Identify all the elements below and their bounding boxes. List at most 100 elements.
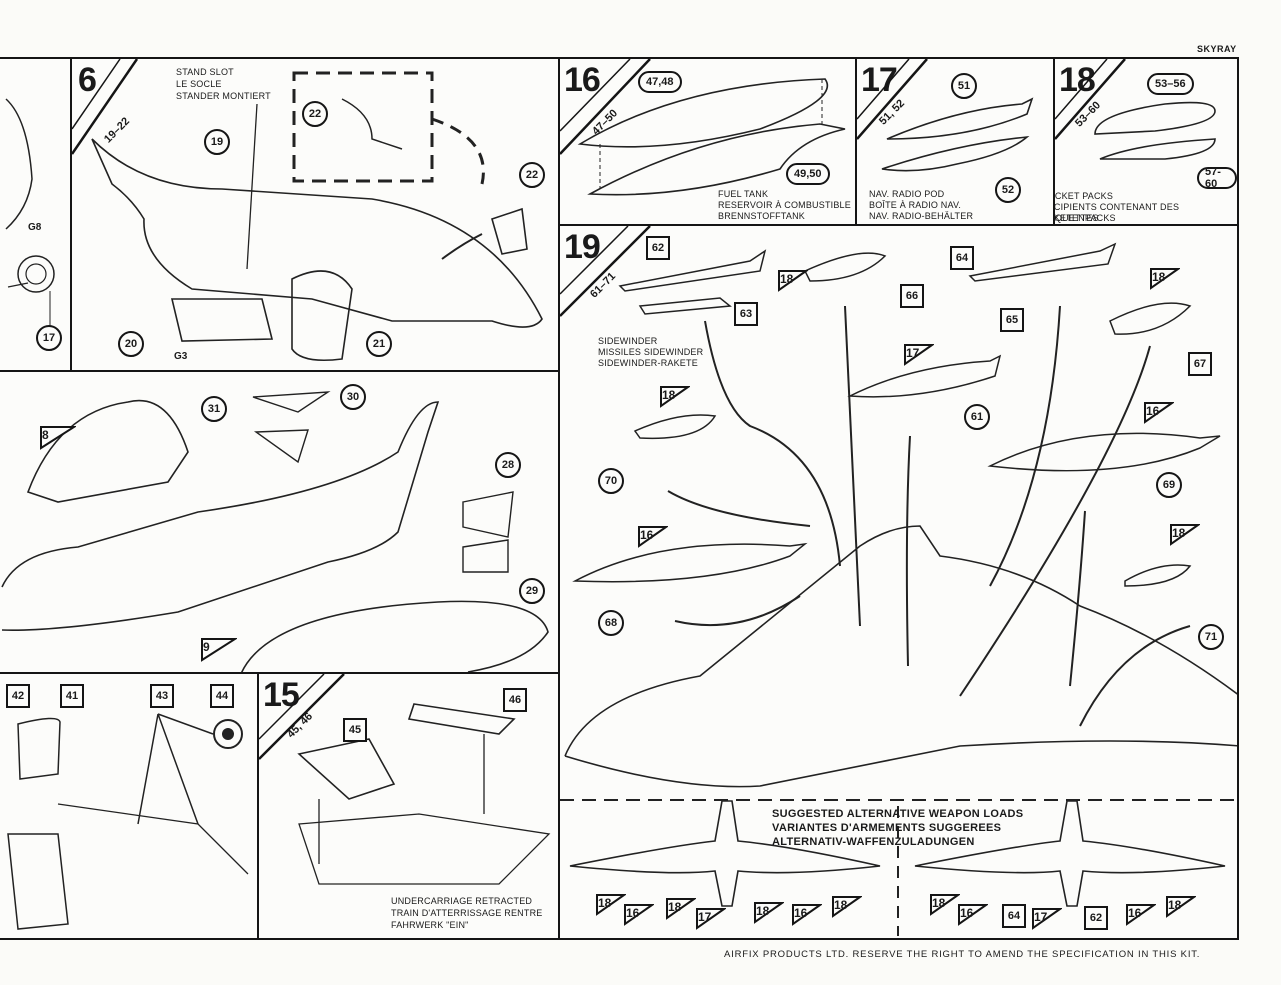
load-a-marker: 18 [666, 898, 696, 920]
load-a-marker: 18 [596, 894, 626, 916]
step-18-panel: 18 53–60 53–56 57-60 ROCKET PACKS RECIPI… [1053, 57, 1239, 227]
undercarriage-caption-1: UNDERCARRIAGE RETRACTED [391, 896, 533, 906]
part-44-marker: 44 [210, 684, 234, 708]
part-62-marker: 62 [646, 236, 670, 260]
part-66-marker: 66 [900, 284, 924, 308]
load-b-missile-marker: 62 [1084, 906, 1108, 930]
panel-left-bottom: 42 41 43 44 [0, 672, 260, 940]
part-29-callout: 29 [519, 578, 545, 604]
part-71-callout: 71 [1198, 624, 1224, 650]
part-47-48-callout: 47,48 [638, 71, 682, 93]
weapon-loads-title-1: SUGGESTED ALTERNATIVE WEAPON LOADS [772, 808, 1024, 820]
radio-pod-caption-3: NAV. RADIO-BEHÄLTER [869, 211, 974, 221]
part-21-callout: 21 [366, 331, 392, 357]
part-41-marker: 41 [60, 684, 84, 708]
rocket-packs-caption-1: ROCKET PACKS [1054, 191, 1114, 201]
fuel-tank-marker: 16 [1144, 402, 1174, 424]
rocket-pack-marker: 18 [778, 270, 808, 292]
step-19-illustration [560, 226, 1237, 936]
step-number: 15 [263, 676, 300, 714]
part-46-marker: 46 [503, 688, 527, 712]
stand-caption-3: STANDER MONTIERT [176, 91, 271, 101]
step-6-panel: 6 19–22 STAND SLOT LE SOCLE STANDER MONT… [70, 57, 561, 373]
label-g8: G8 [28, 222, 42, 233]
part-53-56-callout: 53–56 [1147, 73, 1194, 95]
step-18-illustration [1055, 59, 1216, 160]
rocket-packs-caption-3: RAKETENPACKS [1053, 213, 1116, 223]
sidewinder-caption-3: SIDEWINDER-RAKETE [598, 358, 698, 368]
part-64-marker: 64 [950, 246, 974, 270]
step-17-panel: 17 51, 52 51 52 NAV. RADIO POD BOÎTE À R… [855, 57, 1056, 227]
load-b-marker: 17 [1032, 908, 1062, 930]
part-57-60-callout: 57-60 [1197, 166, 1237, 190]
part-61-callout: 61 [964, 404, 990, 430]
part-20-callout: 20 [118, 331, 144, 357]
step-number: 16 [564, 61, 601, 99]
fuel-tank-caption-2: RESERVOIR À COMBUSTIBLE [718, 200, 851, 210]
undercarriage-caption-2: TRAIN D'ATTERRISSAGE RENTRE [391, 908, 543, 918]
part-17-callout: 17 [36, 325, 62, 351]
part-52-callout: 52 [995, 177, 1021, 203]
part-43-marker: 43 [150, 684, 174, 708]
radio-pod-caption-1: NAV. RADIO POD [869, 189, 945, 199]
fuselage-illustration [1, 391, 549, 673]
rocket-packs-caption-2: RECIPIENTS CONTENANT DES ROQUETTES [1053, 202, 1180, 223]
step-number: 6 [78, 61, 97, 99]
part-69-callout: 69 [1156, 472, 1182, 498]
part-49-50-callout: 49,50 [786, 163, 830, 185]
footer-notice: AIRFIX PRODUCTS LTD. RESERVE THE RIGHT T… [724, 949, 1201, 960]
part-65-marker: 65 [1000, 308, 1024, 332]
fuselage-panel: 8 31 30 28 29 9 [0, 370, 561, 675]
part-42-marker: 42 [6, 684, 30, 708]
load-a-marker: 17 [696, 908, 726, 930]
step-17-illustration [857, 59, 1034, 172]
part-68-callout: 68 [598, 610, 624, 636]
load-a-marker: 16 [624, 904, 654, 926]
load-a-marker: 16 [792, 904, 822, 926]
left-top-illustration [5, 98, 55, 327]
load-b-marker: 18 [1166, 896, 1196, 918]
sidewinder-caption-2: MISSILES SIDEWINDER [598, 347, 704, 357]
stand-caption-1: STAND SLOT [176, 67, 234, 77]
part-30-callout: 30 [340, 384, 366, 410]
step-6-illustration [72, 59, 543, 362]
step-16-illustration [560, 59, 846, 196]
label-g3: G3 [174, 351, 188, 362]
load-b-marker: 16 [1126, 904, 1156, 926]
stand-caption-2: LE SOCLE [176, 79, 222, 89]
part-45-marker: 45 [343, 718, 367, 742]
sidewinder-caption-1: SIDEWINDER [598, 336, 658, 346]
load-b-missile-marker: 64 [1002, 904, 1026, 928]
part-19-callout: 19 [204, 129, 230, 155]
part-22-callout-a: 22 [302, 101, 328, 127]
part-8-marker: 8 [40, 426, 76, 450]
load-a-marker: 18 [754, 902, 784, 924]
load-b-marker: 16 [958, 904, 988, 926]
weapon-loads-title-3: ALTERNATIV-WAFFENZULADUNGEN [772, 836, 975, 848]
load-a-marker: 18 [832, 896, 862, 918]
part-22-callout-b: 22 [519, 162, 545, 188]
fuel-tank-marker: 16 [638, 526, 668, 548]
panel-left-top: G8 17 [0, 57, 74, 373]
rocket-pack-marker: 18 [1150, 268, 1180, 290]
radio-pod-marker: 17 [904, 344, 934, 366]
part-51-callout: 51 [951, 73, 977, 99]
step-15-panel: 15 45, 46 45 46 UNDERCARRIAGE RETRACTED … [257, 672, 561, 940]
part-28-callout: 28 [495, 452, 521, 478]
rocket-pack-marker: 18 [660, 386, 690, 408]
radio-pod-caption-2: BOÎTE À RADIO NAV. [869, 200, 962, 210]
undercarriage-illustration [7, 713, 249, 930]
weapon-loads-title-2: VARIANTES D'ARMEMENTS SUGGEREES [772, 822, 1002, 834]
step-19-panel: 19 61–71 SIDEWINDER MISSILES SIDEWINDE [558, 224, 1239, 940]
kit-name: SKYRAY [1197, 44, 1237, 54]
step-15-illustration [259, 674, 551, 885]
part-67-marker: 67 [1188, 352, 1212, 376]
load-b-marker: 18 [930, 894, 960, 916]
part-70-callout: 70 [598, 468, 624, 494]
rocket-pack-marker: 18 [1170, 524, 1200, 546]
part-9-marker: 9 [201, 638, 237, 662]
part-63-marker: 63 [734, 302, 758, 326]
fuel-tank-caption-3: BRENNSTOFFTANK [718, 211, 805, 221]
part-31-callout: 31 [201, 396, 227, 422]
undercarriage-caption-3: FAHRWERK "EIN" [391, 920, 469, 930]
